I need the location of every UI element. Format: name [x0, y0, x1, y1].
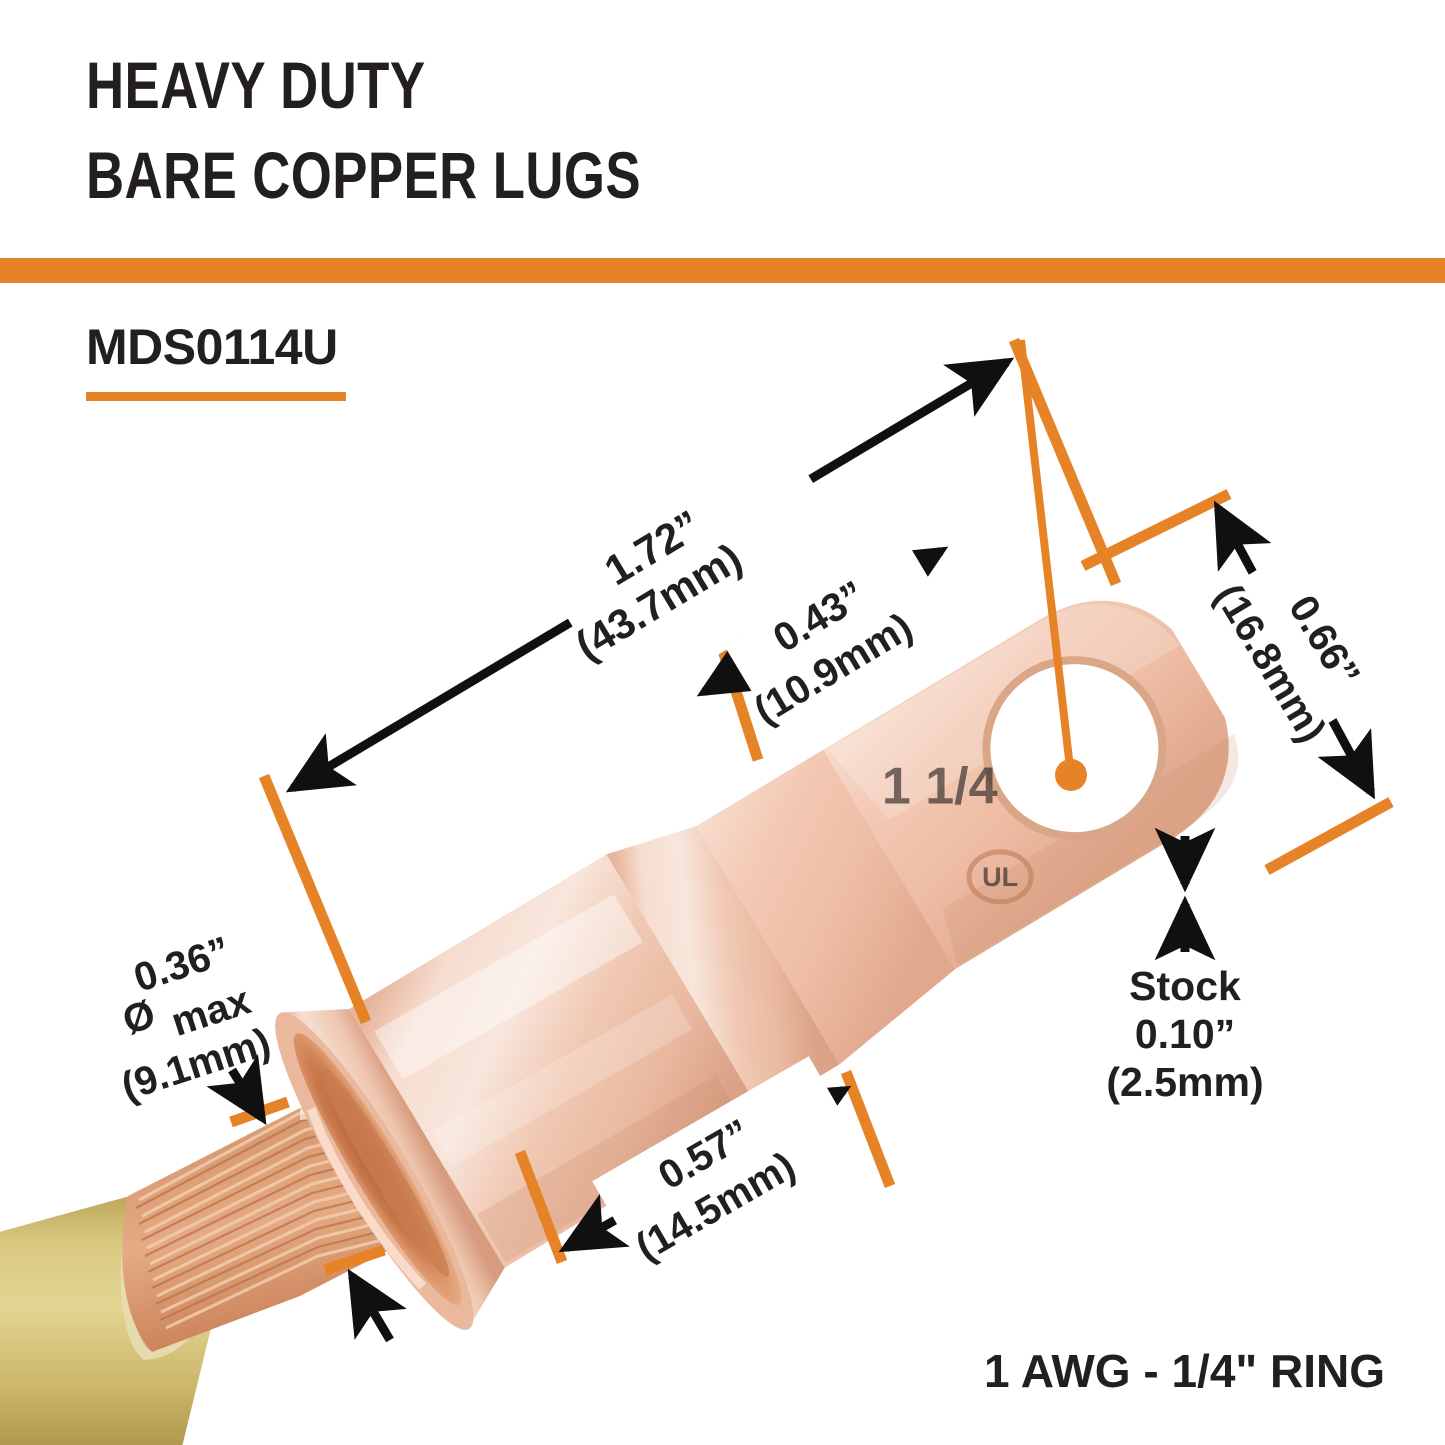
lug-bolt-hole	[982, 656, 1167, 841]
part-number-underline	[86, 392, 346, 401]
header-accent-bar	[0, 258, 1445, 283]
page-title-line-1: HEAVY DUTY	[86, 48, 426, 122]
dimension-stock-label: Stock	[1129, 963, 1241, 1009]
page-title-line-2: BARE COPPER LUGS	[86, 138, 641, 212]
lug-barrel-mouth	[275, 1008, 505, 1330]
dimension-barrel-length: 0.57” (14.5mm)	[558, 1056, 874, 1294]
dimension-stock-mm: (2.5mm)	[1106, 1059, 1263, 1105]
bolt-hole-leader	[1017, 339, 1087, 791]
lug-stamp-ul: UL	[982, 862, 1018, 892]
dimension-stock-thickness: Stock 0.10” (2.5mm)	[1106, 827, 1264, 1105]
lug-stamp-size: 1 1/4	[882, 757, 998, 815]
lug-shoulder	[606, 749, 956, 1112]
product-spec-label: 1 AWG - 1/4" RING	[984, 1345, 1385, 1397]
dimension-pad-width: 0.66” (16.8mm)	[1168, 500, 1392, 800]
dimension-stock-inches: 0.10”	[1135, 1011, 1235, 1057]
header: HEAVY DUTY BARE COPPER LUGS	[0, 0, 1445, 258]
diameter-symbol-icon: Ø	[117, 992, 160, 1043]
